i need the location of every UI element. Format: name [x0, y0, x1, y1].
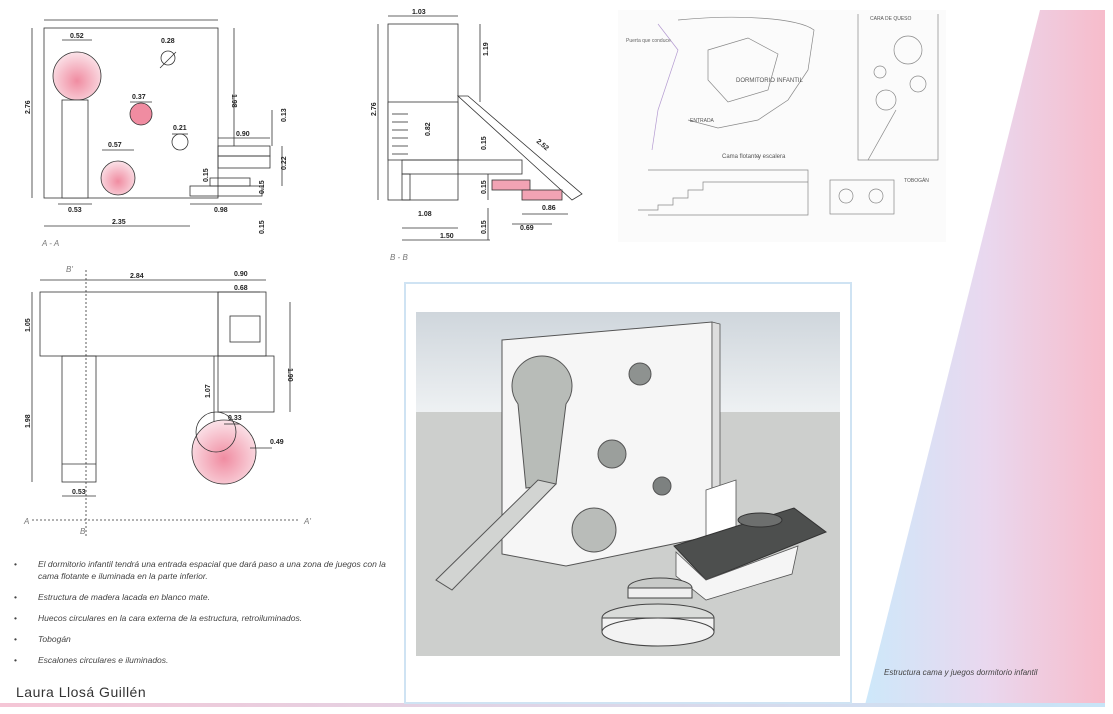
dim-circle-top: 0.28 [161, 38, 175, 45]
render-3d [416, 312, 840, 656]
render-frame [404, 282, 852, 704]
dim-top-plan-left-height: 1.05 [25, 318, 32, 332]
bullet-1: El dormitorio infantil tendrá una entrad… [14, 558, 399, 582]
sketch-lines: Puerta que conduce DORMITORIO INFANTIL E… [626, 14, 939, 216]
dim-top-plan-inner-height: 1.07 [205, 384, 212, 398]
sketch-label-1: Puerta que conduce [626, 38, 671, 44]
label-a-left: A [23, 517, 29, 526]
render-caption: Estructura cama y juegos dormitorio infa… [884, 668, 1038, 677]
dim-mid-height: 0.82 [425, 122, 432, 136]
dim-top-plan-right-width-2: 0.68 [234, 285, 248, 292]
dim-step-h5: 0.15 [259, 220, 266, 234]
section-aa-label: A - A [41, 239, 59, 248]
dim-step-width-bb: 0.86 [542, 205, 556, 212]
sketch-label-5: y escalera [758, 154, 786, 160]
dim-top-plan-right-width: 0.90 [234, 271, 248, 278]
dim-base-width: 0.98 [214, 207, 228, 214]
bullet-4: Tobogán [14, 633, 399, 645]
sketch-label-6: TOBOGÁN [904, 177, 929, 184]
dim-step-width-bb-2: 0.69 [520, 225, 534, 232]
dim-step-h4: 0.15 [259, 180, 266, 194]
dim-width-total: 2.35 [112, 219, 126, 226]
dim-circle-mid: 0.57 [108, 142, 122, 149]
dim-door-width: 0.53 [68, 207, 82, 214]
sketch-label-3: ENTRADA [690, 118, 715, 124]
dim-mid-height-2: 0.15 [481, 136, 488, 150]
dim-step-h1: 0.13 [281, 108, 288, 122]
dim-top-plan-width: 2.84 [130, 273, 144, 280]
section-aa-drawing: 0.52 0.28 0.37 0.21 0.57 0.53 2.35 0.98 … [25, 19, 288, 248]
dim-top-height: 1.19 [483, 42, 490, 56]
label-b-top: B' [66, 265, 73, 274]
dim-top-plan-circle-large: 0.49 [270, 439, 284, 446]
description-list: El dormitorio infantil tendrá una entrad… [14, 558, 399, 675]
label-a-right: A' [303, 517, 311, 526]
sketch-label-2: DORMITORIO INFANTIL [736, 78, 804, 84]
section-bb-label: B - B [390, 253, 408, 262]
dim-step-h3: 0.15 [203, 168, 210, 182]
dim-step-h2: 0.22 [281, 156, 288, 170]
dim-slide: 2.52 [535, 138, 550, 152]
dim-h15-a: 0.15 [481, 180, 488, 194]
dim-top-plan-right-height: 1.90 [286, 368, 293, 382]
sketch-label-7: CARA DE QUESO [870, 16, 912, 22]
dim-total-width-bb: 1.50 [440, 233, 454, 240]
dim-step-width: 0.90 [236, 131, 250, 138]
author-name: Laura Llosá Guillén [16, 684, 147, 700]
dim-bed-width: 1.08 [418, 211, 432, 218]
dim-h15-b: 0.15 [481, 220, 488, 234]
dim-circle-pink: 0.37 [132, 94, 146, 101]
dim-top-plan-circle-small: 0.33 [228, 415, 242, 422]
top-plan-drawing: 2.84 0.90 0.68 1.05 1.98 1.90 1.07 0.33 … [23, 265, 311, 538]
dim-top-width: 1.03 [412, 9, 426, 16]
dim-top-plan-bottom-width: 0.53 [72, 489, 86, 496]
bullet-3: Huecos circulares en la cara externa de … [14, 612, 399, 624]
dim-circle-small: 0.21 [173, 125, 187, 132]
dim-right-height: 1.98 [230, 94, 237, 108]
sketch-label-4: Cama flotante [722, 154, 760, 160]
concept-sketch: Puerta que conduce DORMITORIO INFANTIL E… [618, 10, 946, 242]
label-b-bottom: B [80, 527, 86, 536]
dim-height-total: 2.76 [25, 100, 32, 114]
bullet-5: Escalones circulares e iluminados. [14, 654, 399, 666]
section-bb-drawing: 1.03 1.19 2.76 0.82 0.15 2.52 0.15 0.15 … [371, 9, 583, 262]
dim-height-total-bb: 2.76 [371, 102, 378, 116]
dim-circle-big: 0.52 [70, 33, 84, 40]
bullet-2: Estructura de madera lacada en blanco ma… [14, 591, 399, 603]
dim-top-plan-left-height-2: 1.98 [25, 414, 32, 428]
